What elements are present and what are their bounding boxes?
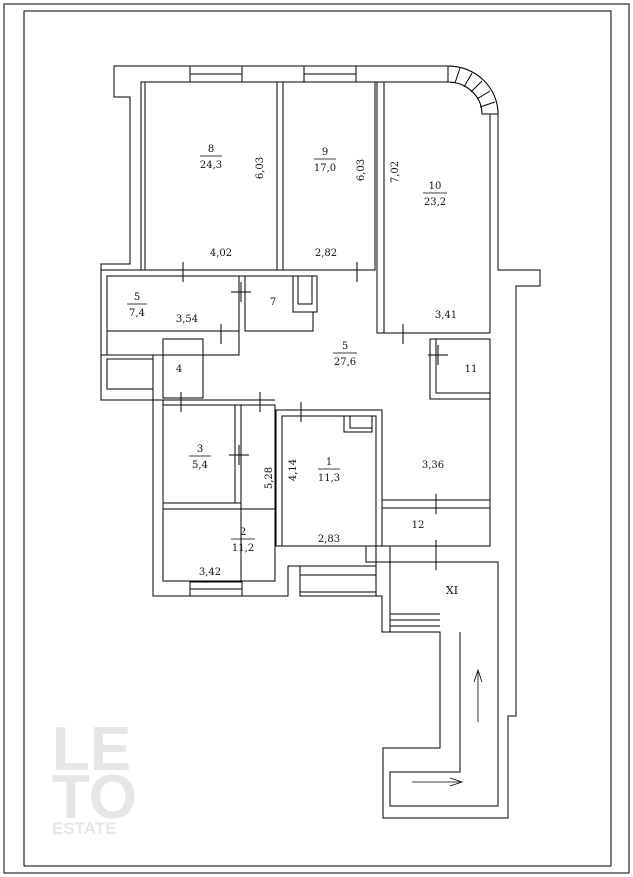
room-8-number: 8 <box>208 144 214 155</box>
room-8-area: 24,3 <box>200 160 222 171</box>
room-10-area: 23,2 <box>424 197 446 208</box>
room-10-number: 10 <box>429 181 442 192</box>
room-9-number: 9 <box>322 147 328 158</box>
dim-room2-width: 3,42 <box>199 567 221 578</box>
room-11-number: 11 <box>465 364 478 375</box>
direction-arrows <box>412 668 483 787</box>
dim-room1-height: 4,14 <box>288 459 299 481</box>
watermark-line1: LE <box>52 715 131 784</box>
room-1-area: 11,3 <box>318 473 340 484</box>
room-3-area: 5,4 <box>192 460 208 471</box>
dim-room1-width: 2,83 <box>318 534 340 545</box>
room-12-number: 12 <box>412 520 425 531</box>
room-5-area: 7,4 <box>129 308 145 319</box>
dim-room10-width: 3,41 <box>435 310 457 321</box>
exterior-walls <box>100 65 541 819</box>
room-3-number: 3 <box>197 444 203 455</box>
dim-room10-height: 7,02 <box>390 161 401 183</box>
terrace-label: XI <box>446 584 458 597</box>
room-2-number: 2 <box>240 527 246 538</box>
room-5-number: 5 <box>134 292 140 303</box>
room-1-number: 1 <box>326 457 332 468</box>
inner-frame <box>23 10 612 867</box>
watermark-logo: LE TO ESTATE <box>52 715 137 838</box>
room-9-area: 17,0 <box>314 163 336 174</box>
door-marks <box>180 262 448 570</box>
dim-room9-width: 2,82 <box>315 248 337 259</box>
dimension-labels: 6,03 4,02 6,03 2,82 7,02 3,41 3,54 3,36 … <box>176 157 457 578</box>
room-labels: 8 24,3 9 17,0 10 23,2 5 7,4 7 5 27,6 4 1… <box>127 144 477 597</box>
dim-room9-height: 6,03 <box>356 159 367 181</box>
room-2-area: 11,2 <box>232 543 254 554</box>
hall-5-area: 27,6 <box>334 357 356 368</box>
room-7-number: 7 <box>270 297 276 308</box>
dim-room8-height: 6,03 <box>255 157 266 179</box>
outer-frame <box>3 3 630 874</box>
dim-room5-width: 3,54 <box>176 314 198 325</box>
room-4-number: 4 <box>176 364 182 375</box>
dim-hall-width: 3,36 <box>422 460 444 471</box>
dim-room2-height: 5,28 <box>264 467 275 489</box>
watermark-line3: ESTATE <box>52 819 117 838</box>
windows <box>189 65 499 597</box>
interior-walls <box>100 81 499 807</box>
hall-5-number: 5 <box>342 341 348 352</box>
watermark-line2: TO <box>52 763 137 832</box>
dim-room8-width: 4,02 <box>210 248 232 259</box>
